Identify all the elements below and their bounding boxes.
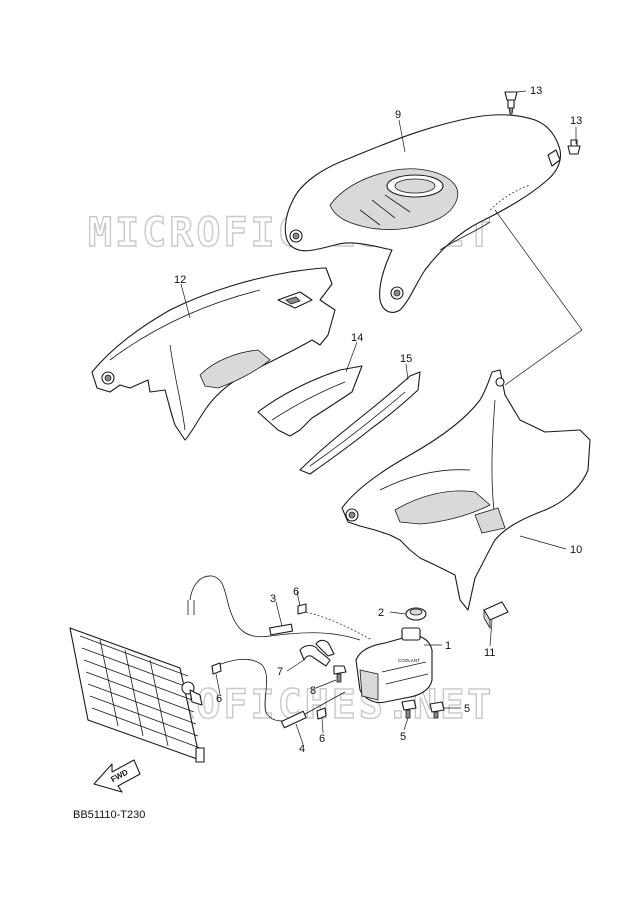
part-7-elbow-hose[interactable] [299,639,335,667]
leader-lines [180,90,583,745]
callout-6-a: 6 [293,586,299,598]
callout-9: 9 [395,109,401,121]
part-6-clamp-a[interactable] [297,603,307,615]
part-6-clamp-c[interactable] [316,707,327,720]
diagram-code: BB51110-T230 [73,809,145,821]
callout-13-right: 13 [570,115,582,127]
part-5-bolt-b[interactable] [429,701,445,719]
callout-2: 2 [378,607,384,619]
callout-15: 15 [400,353,412,365]
part-5-bolt-a[interactable] [401,699,417,719]
callout-14: 14 [351,332,363,344]
part-15-strip[interactable] [299,371,421,475]
part-2-cap[interactable] [405,607,427,621]
callout-5-b: 5 [464,703,470,715]
callout-3: 3 [270,593,276,605]
reservoir-label: COOLANT [398,658,420,663]
part-10-side-cover-right[interactable] [341,369,591,611]
callout-4: 4 [299,743,305,755]
callout-6-b: 6 [216,693,222,705]
callout-12: 12 [174,274,186,286]
callouts: 13 13 9 12 14 15 10 11 1 2 3 6 6 7 8 6 4… [174,85,582,755]
callout-11: 11 [484,647,495,659]
part-13-clip-top[interactable] [504,91,518,115]
part-4-hose[interactable] [215,658,346,729]
callout-10: 10 [570,544,582,556]
callout-6-c: 6 [319,733,325,745]
callout-7: 7 [277,666,283,678]
part-9-top-cover[interactable] [284,114,562,313]
part-6-clamp-b[interactable] [211,662,222,675]
part-14-panel[interactable] [257,365,363,437]
callout-8: 8 [310,685,316,697]
part-8-bolt[interactable] [333,665,347,683]
callout-5-a: 5 [400,731,406,743]
part-1-coolant-reservoir[interactable]: COOLANT [355,627,433,704]
radiator [69,627,205,763]
callout-13-top: 13 [530,85,542,97]
part-13-clip-right[interactable] [567,139,581,155]
part-12-side-cover-left[interactable] [91,267,336,441]
part-3-hose[interactable] [187,575,361,641]
callout-1: 1 [445,640,451,652]
fwd-arrow: FWD [93,759,141,793]
part-11-spacer[interactable] [483,601,509,630]
